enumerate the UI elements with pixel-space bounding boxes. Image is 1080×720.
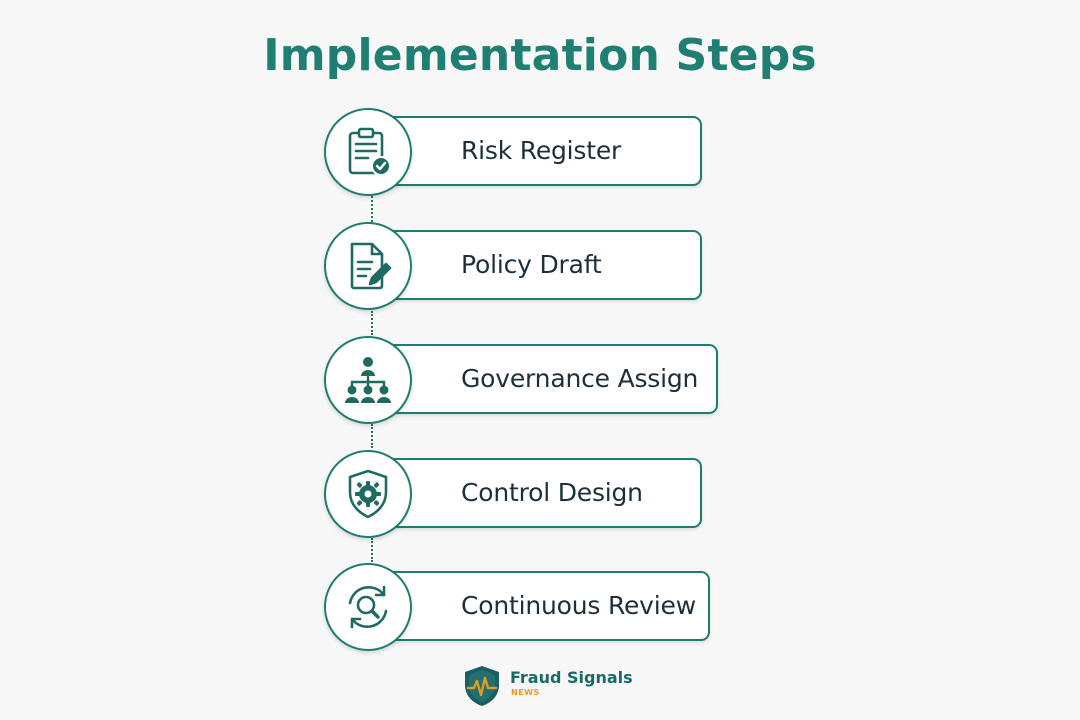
document-pencil-icon	[350, 242, 392, 290]
step-icon-circle	[324, 108, 412, 196]
step-card-risk-register[interactable]: Risk Register	[372, 116, 702, 186]
cycle-search-icon	[348, 585, 388, 629]
step-label: Policy Draft	[461, 250, 602, 279]
step-icon-circle	[324, 336, 412, 424]
page-title: Implementation Steps	[263, 30, 817, 81]
org-hierarchy-icon	[345, 357, 391, 403]
step-label: Continuous Review	[461, 591, 696, 620]
step-connector	[371, 196, 373, 222]
step-label: Governance Assign	[461, 364, 699, 393]
shield-gear-icon	[348, 469, 388, 519]
step-icon-circle	[324, 222, 412, 310]
step-icon-circle	[324, 450, 412, 538]
step-icon-circle	[324, 563, 412, 651]
shield-pulse-logo-icon	[465, 666, 499, 706]
step-connector	[371, 424, 373, 448]
step-card-policy-draft[interactable]: Policy Draft	[372, 230, 702, 300]
brand-logo: Fraud Signals NEWS	[462, 664, 633, 710]
brand-subtitle: NEWS	[511, 688, 540, 697]
step-label: Control Design	[461, 478, 643, 507]
step-card-continuous-review[interactable]: Continuous Review	[372, 571, 710, 641]
step-label: Risk Register	[461, 136, 622, 165]
step-connector	[371, 311, 373, 335]
step-card-governance-assign[interactable]: Governance Assign	[372, 344, 718, 414]
clipboard-check-icon	[348, 127, 391, 176]
step-connector	[371, 538, 373, 562]
step-card-control-design[interactable]: Control Design	[372, 458, 702, 528]
brand-name: Fraud Signals	[510, 668, 633, 687]
